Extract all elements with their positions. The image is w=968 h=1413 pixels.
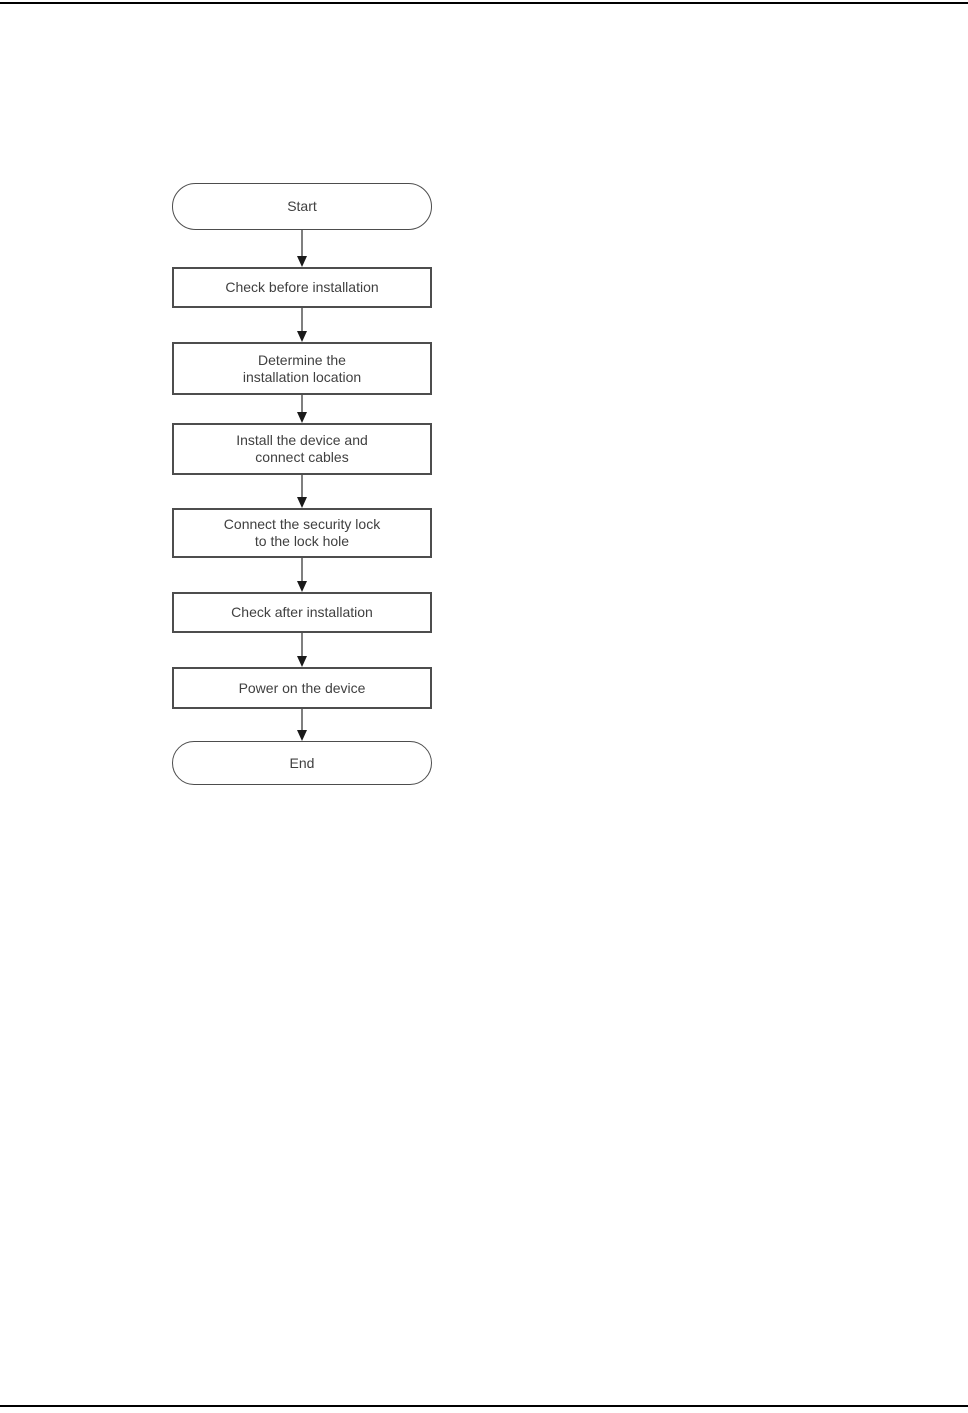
arrow-line <box>301 308 303 331</box>
flow-node-label: End <box>289 754 315 771</box>
arrow-line <box>301 230 303 256</box>
flow-node-start: Start <box>172 183 432 230</box>
flow-node-determine-installation-location: Determine the installation location <box>172 342 432 395</box>
flow-node-label: Determine the installation location <box>242 351 362 385</box>
flow-node-end: End <box>172 741 432 785</box>
arrow-head <box>297 730 307 741</box>
flow-node-label: Check before installation <box>225 279 379 295</box>
arrow-line <box>301 475 303 497</box>
arrow-head <box>297 256 307 267</box>
flow-node-label: Install the device and connect cables <box>236 432 368 465</box>
flow-node-check-before-installation: Check before installation <box>172 267 432 308</box>
arrow-line <box>301 633 303 656</box>
flow-arrow <box>297 475 307 508</box>
arrow-head <box>297 581 307 592</box>
arrow-head <box>297 656 307 667</box>
arrow-head <box>297 412 307 423</box>
flow-arrow <box>297 395 307 423</box>
arrow-line <box>301 395 303 412</box>
flow-arrow <box>297 558 307 592</box>
flow-node-power-on-device: Power on the device <box>172 667 432 709</box>
flow-node-check-after-installation: Check after installation <box>172 592 432 633</box>
flow-node-label: Power on the device <box>238 679 366 696</box>
flow-node-connect-security-lock: Connect the security lock to the lock ho… <box>172 508 432 558</box>
page-top-rule <box>0 2 968 4</box>
flow-node-label: Connect the security lock to the lock ho… <box>223 516 381 549</box>
flow-arrow <box>297 308 307 342</box>
arrow-line <box>301 709 303 730</box>
flow-arrow <box>297 230 307 267</box>
flow-arrow <box>297 709 307 741</box>
flow-node-label: Check after installation <box>231 604 373 620</box>
page-bottom-rule <box>0 1405 968 1407</box>
flow-arrow <box>297 633 307 667</box>
arrow-head <box>297 497 307 508</box>
arrow-head <box>297 331 307 342</box>
flow-node-label: Start <box>287 198 317 214</box>
arrow-line <box>301 558 303 581</box>
flow-node-install-device-connect-cables: Install the device and connect cables <box>172 423 432 475</box>
